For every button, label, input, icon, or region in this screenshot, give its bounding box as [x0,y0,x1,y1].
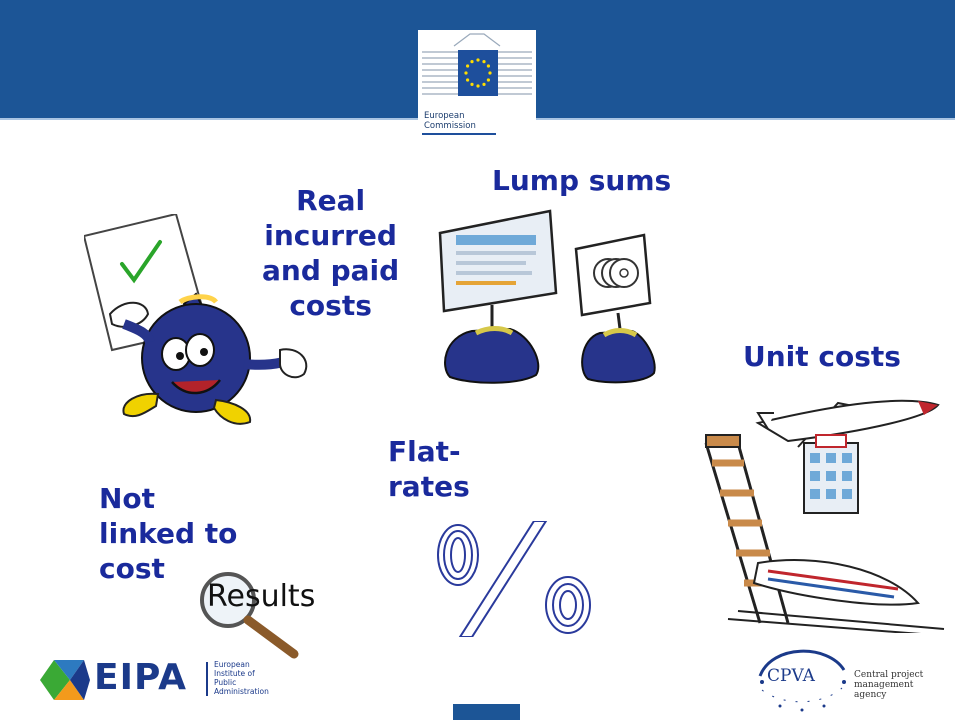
label-line: cost [99,552,165,585]
label-unit-costs: Unit costs [743,339,901,374]
money-bags-with-signs-icon [438,209,656,384]
label-flat-rates: Flat- rates [388,434,470,504]
bottom-tab [453,704,520,720]
eipa-line: Public [214,678,237,687]
label-line: Lump sums [492,164,672,197]
eu-flag-icon [422,33,532,135]
label-line: costs [289,289,372,322]
label-line: and paid [262,254,400,287]
ec-name-line1: European [424,111,465,121]
cpva-line: Central project [854,670,924,680]
magnifier-results-icon [200,572,299,659]
label-line: Not [99,482,156,515]
cpva-full-name: Central project management agency [854,670,923,700]
label-line: rates [388,470,470,503]
percent-icon [437,521,591,637]
label-line: incurred [264,219,397,252]
ec-name: European Commission [424,111,534,131]
european-commission-logo: European Commission [418,30,536,148]
cpva-acronym: CPVA [767,666,815,686]
eipa-logo: EIPA European Institute of Public Admini… [34,652,269,708]
eipa-acronym: EIPA [94,657,187,698]
eipa-diamond-icon [40,660,90,700]
eipa-divider [206,662,208,696]
cpva-line: management [854,680,914,690]
label-lump-sums: Lump sums [492,163,671,198]
eipa-line: Administration [214,687,269,696]
cpva-arc-icon [758,649,846,712]
ec-name-line2: Commission [424,121,476,131]
ladder-plane-hotel-train-icon [704,399,945,633]
label-line: Unit costs [743,340,901,373]
label-line: linked to [99,517,238,550]
label-line: Real [296,184,366,217]
coin-mascot-with-document-icon [84,214,308,425]
label-real-costs: Real incurred and paid costs [262,183,399,323]
eipa-line: Institute of [214,669,255,678]
eipa-full-name: European Institute of Public Administrat… [214,660,269,696]
cpva-line: agency [854,690,887,700]
label-not-linked: Not linked to cost [99,481,237,586]
results-text: Results [207,579,316,614]
label-line: Flat- [388,435,461,468]
cpva-logo: CPVA Central project management agency [752,640,952,716]
eipa-line: European [214,660,250,669]
